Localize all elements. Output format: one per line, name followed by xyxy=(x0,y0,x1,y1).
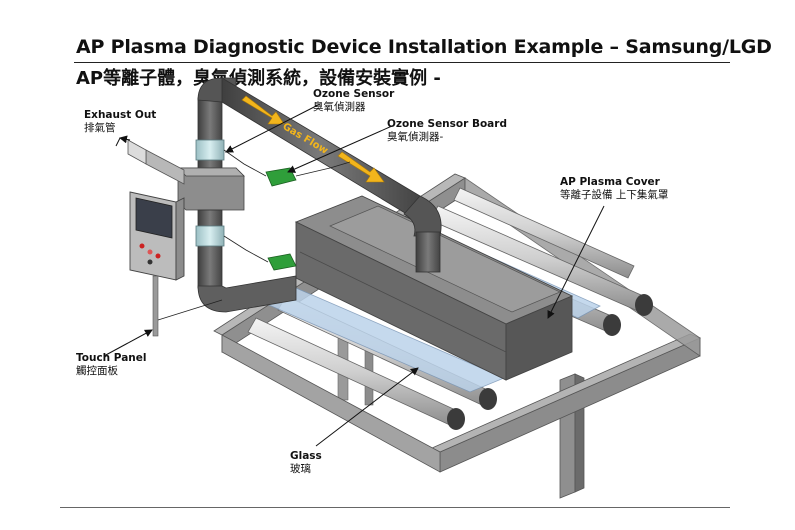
label-ozone-sensor-board-zh: 臭氧偵測器- xyxy=(387,131,444,143)
touch-panel xyxy=(129,191,223,337)
footer-divider xyxy=(60,507,730,508)
label-touch-panel: Touch Panel 觸控面板 xyxy=(76,352,147,378)
label-exhaust-out: Exhaust Out 排氣管 xyxy=(84,109,156,135)
label-ozone-sensor-board-en: Ozone Sensor Board xyxy=(387,118,507,130)
slide-title: AP Plasma Diagnostic Device Installation… xyxy=(76,36,772,58)
exhaust-duct xyxy=(127,77,442,313)
roller xyxy=(247,317,465,430)
title-divider xyxy=(74,62,730,63)
slide-subtitle: AP等離子體，臭氣偵測系統，設備安裝實例 - xyxy=(76,68,441,89)
label-glass-zh: 玻璃 xyxy=(290,463,311,475)
label-ap-plasma-cover-en: AP Plasma Cover xyxy=(560,176,660,188)
label-ozone-sensor-board: Ozone Sensor Board 臭氧偵測器- xyxy=(387,118,507,144)
gas-flow-arrows xyxy=(241,95,385,183)
label-exhaust-out-zh: 排氣管 xyxy=(84,122,116,134)
label-ap-plasma-cover: AP Plasma Cover 等離子設備 上下集氣罩 xyxy=(560,176,668,202)
label-glass-en: Glass xyxy=(290,450,322,462)
label-ozone-sensor-en: Ozone Sensor xyxy=(313,88,395,100)
label-ap-plasma-cover-zh: 等離子設備 上下集氣罩 xyxy=(560,189,669,201)
leader-lines xyxy=(103,103,605,447)
label-ozone-sensor: Ozone Sensor 臭氧偵測器 xyxy=(313,88,394,114)
label-touch-panel-zh: 觸控面板 xyxy=(76,365,118,377)
label-exhaust-out-en: Exhaust Out xyxy=(84,109,157,121)
ozone-sensor-lower xyxy=(195,225,225,247)
label-glass: Glass 玻璃 xyxy=(290,450,322,476)
label-ozone-sensor-zh: 臭氧偵測器 xyxy=(313,101,366,113)
roller xyxy=(453,187,635,279)
label-touch-panel-en: Touch Panel xyxy=(76,352,147,364)
ozone-sensor-upper xyxy=(195,139,225,161)
touch-panel-screen xyxy=(135,197,173,239)
